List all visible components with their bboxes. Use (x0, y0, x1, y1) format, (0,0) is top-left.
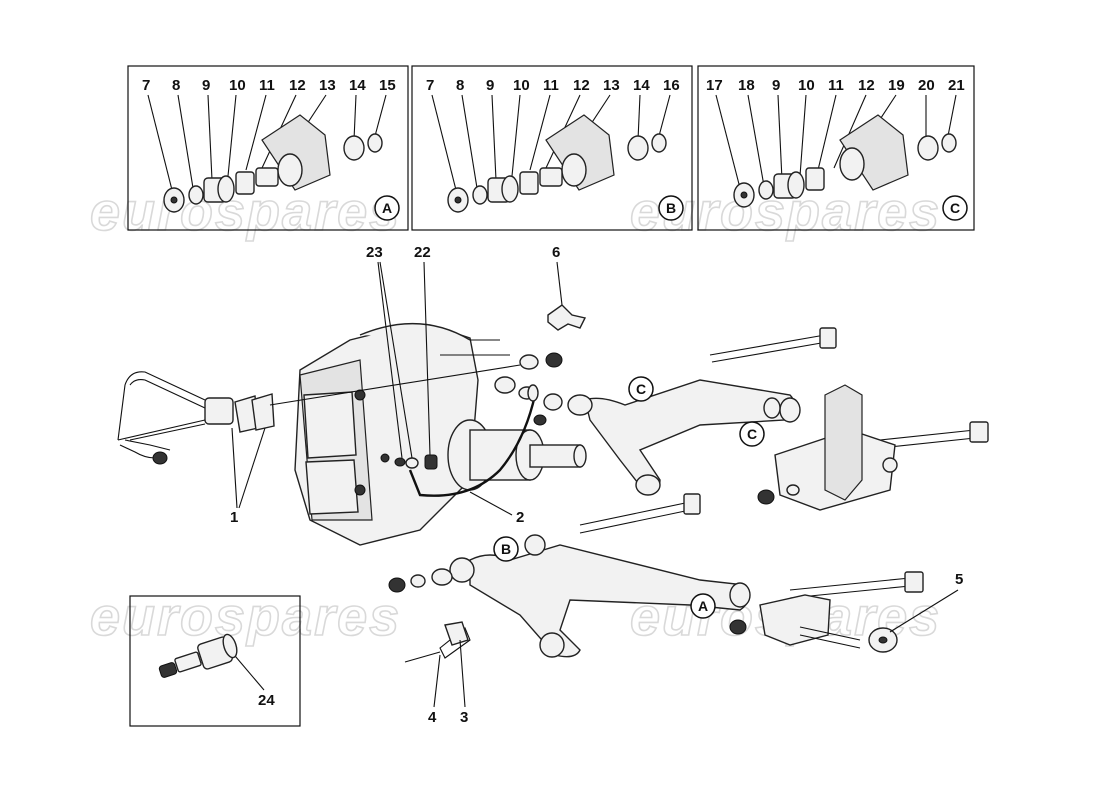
box-c-label-9: 21 (948, 77, 965, 94)
box-a-label-5: 11 (259, 77, 275, 94)
chassis-bracket (774, 384, 898, 511)
view-ref-c-2-label: C (747, 426, 757, 442)
view-ref-c-2 (739, 421, 765, 447)
box-a-label-1: 7 (142, 77, 150, 94)
callout-4: 4 (428, 709, 437, 726)
box-a-label-2: 8 (172, 77, 180, 94)
callout-2: 2 (516, 509, 524, 526)
callout-22: 22 (414, 244, 431, 261)
box-a-label-7: 13 (319, 77, 336, 94)
hub-carrier (294, 322, 479, 546)
callout-5: 5 (955, 571, 963, 588)
view-ref-b (493, 536, 519, 562)
detail-box-24-frame (129, 595, 301, 727)
view-ref-c-1-label: C (636, 381, 646, 397)
box-a-leader-lines (147, 94, 387, 191)
view-ref-a-box-label: A (382, 200, 392, 216)
anti-roll-clamp-2 (251, 393, 275, 431)
view-ref-c-box-label: C (950, 200, 960, 216)
lower-wishbone (449, 534, 751, 658)
view-ref-a-box (374, 195, 400, 221)
box-a-bushing-parts (163, 114, 383, 213)
main-view-refs: C C B A (493, 376, 765, 619)
box-c-label-6: 12 (858, 77, 875, 94)
callout-3: 3 (460, 709, 468, 726)
box-c-label-4: 10 (798, 77, 815, 94)
box-b-label-6: 12 (573, 77, 590, 94)
box-a-label-3: 9 (202, 77, 210, 94)
callout-1: 1 (230, 509, 238, 526)
detail-box-b: 7 8 9 10 11 12 13 14 16 (411, 65, 693, 231)
box-b-bushing-parts (447, 114, 667, 213)
view-ref-a (690, 593, 716, 619)
detail-box-a-frame (127, 65, 409, 231)
view-ref-c-1 (628, 376, 654, 402)
box-c-label-2: 18 (738, 77, 755, 94)
main-assembly (117, 304, 989, 663)
view-ref-c-box (942, 195, 968, 221)
box-b-label-9: 16 (663, 77, 680, 94)
box-b-label-8: 14 (633, 77, 650, 94)
view-ref-b-box-label: B (666, 200, 676, 216)
detail-box-c: 17 18 9 10 11 12 19 20 21 (697, 65, 975, 231)
upper-wishbone (567, 379, 801, 496)
box-b-label-7: 13 (603, 77, 620, 94)
lower-bracket (759, 594, 831, 646)
box-b-label-5: 11 (543, 77, 559, 94)
detail-box-24 (129, 595, 301, 727)
box-a-label-9: 15 (379, 77, 396, 94)
box-c-label-5: 11 (828, 77, 844, 94)
box-a-label-6: 12 (289, 77, 306, 94)
box-c-label-7: 19 (888, 77, 905, 94)
detail-box-c-frame (697, 65, 975, 231)
hub-shaft (447, 419, 587, 491)
washer-top (519, 354, 539, 370)
box-a-label-8: 14 (349, 77, 366, 94)
view-ref-b-box (658, 195, 684, 221)
view-ref-a-label: A (698, 598, 708, 614)
anti-roll-nut (152, 451, 168, 465)
callout-24: 24 (258, 692, 275, 709)
box-b-label-4: 10 (513, 77, 530, 94)
sensor-part-24 (158, 633, 238, 678)
view-ref-b-label: B (501, 541, 511, 557)
callout-23: 23 (366, 244, 383, 261)
box-c-label-3: 9 (772, 77, 780, 94)
box-b-label-1: 7 (426, 77, 434, 94)
box-c-label-8: 20 (918, 77, 935, 94)
callout-6: 6 (552, 244, 560, 261)
box-b-label-2: 8 (456, 77, 464, 94)
nut-top (545, 352, 563, 368)
box-c-label-1: 17 (706, 77, 723, 94)
box-a-label-4: 10 (229, 77, 246, 94)
box-c-bushing-parts (733, 114, 957, 208)
detail-box-b-frame (411, 65, 693, 231)
detail-box-a: 7 8 9 10 11 12 13 14 15 (127, 65, 409, 231)
brake-hose (408, 394, 537, 497)
anti-roll-bushing (204, 397, 234, 425)
anti-roll-bar (117, 371, 206, 459)
box-b-label-3: 9 (486, 77, 494, 94)
clip-part (547, 304, 587, 331)
